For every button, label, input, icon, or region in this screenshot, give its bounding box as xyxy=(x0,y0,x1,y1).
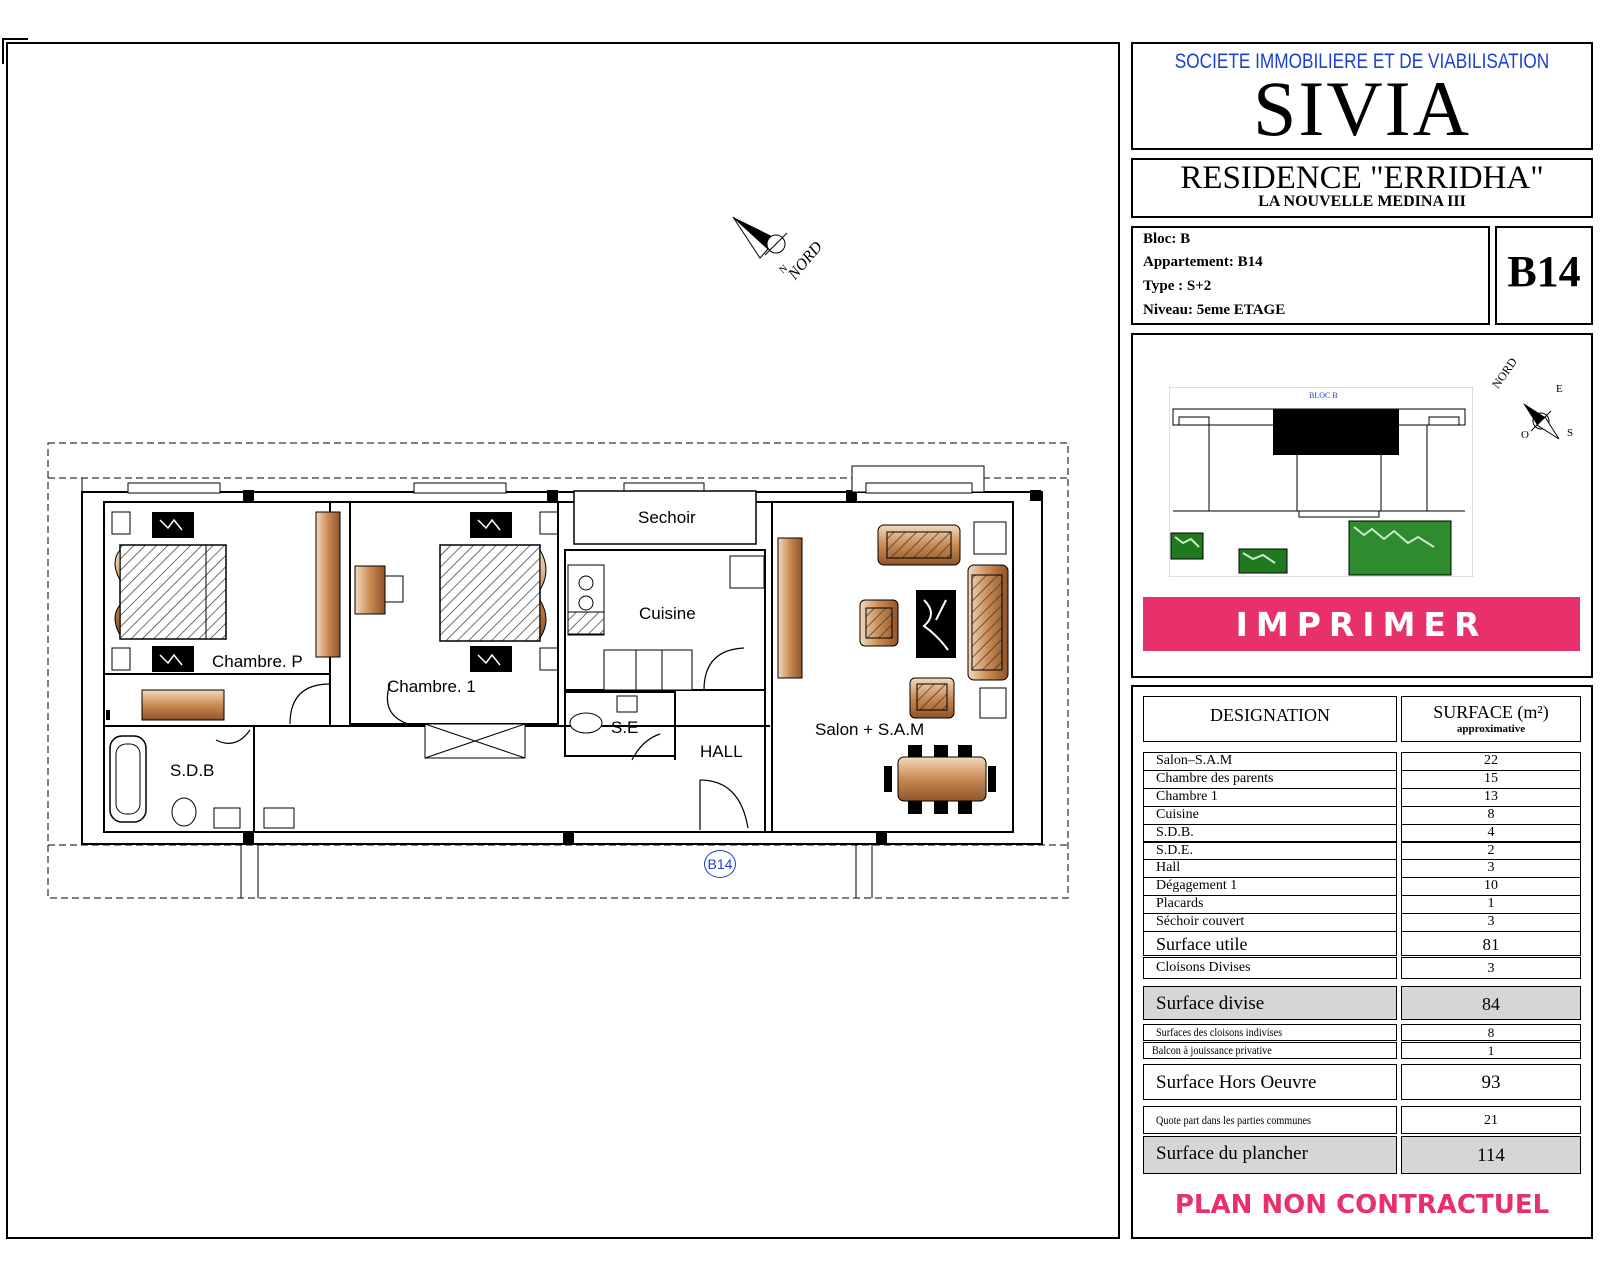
table-row-value: 13 xyxy=(1401,787,1581,807)
row-balcon-value: 1 xyxy=(1401,1042,1581,1059)
door-tag: B14 xyxy=(704,850,736,878)
print-button[interactable]: IMPRIMER xyxy=(1143,597,1580,651)
table-row-label: S.D.B. xyxy=(1143,823,1397,843)
table-header-designation: DESIGNATION xyxy=(1143,696,1397,742)
columns xyxy=(243,490,1041,844)
bed-chambre-1 xyxy=(439,511,559,672)
room-sechoir: Sechoir xyxy=(638,508,696,527)
residence-title: RESIDENCE "ERRIDHA" xyxy=(1180,160,1544,196)
key-plan-bloc-label: BLOC B xyxy=(1309,391,1338,400)
room-se: S.E xyxy=(611,718,639,737)
row-hors-oeuvre-value: 93 xyxy=(1401,1064,1581,1100)
floor-plan xyxy=(47,216,1069,899)
info-type: Type : S+2 xyxy=(1143,278,1212,294)
key-plan-compass-o: O xyxy=(1521,429,1529,441)
key-plan-compass-e: E xyxy=(1556,383,1563,395)
room-chambre-p: Chambre. P xyxy=(212,652,303,671)
table-row-value: 2 xyxy=(1401,841,1581,861)
residence-header: RESIDENCE "ERRIDHA" LA NOUVELLE MEDINA I… xyxy=(1131,158,1593,218)
row-surface-divise-label: Surface divise xyxy=(1143,986,1397,1020)
table-row-value: 10 xyxy=(1401,877,1581,897)
bed-chambre-p xyxy=(111,511,227,672)
key-plan-drawing xyxy=(1169,387,1473,577)
company-header: SOCIETE IMMOBILIERE ET DE VIABILISATION … xyxy=(1131,42,1593,150)
info-bloc: Bloc: B xyxy=(1143,231,1191,247)
row-plancher-label: Surface du plancher xyxy=(1143,1136,1397,1174)
residence-subtitle: LA NOUVELLE MEDINA III xyxy=(1258,193,1466,210)
row-cloisons-indivises-value: 8 xyxy=(1401,1024,1581,1041)
dining-table xyxy=(884,745,996,814)
disclaimer: PLAN NON CONTRACTUEL xyxy=(1174,1190,1550,1220)
row-quote-part-value: 21 xyxy=(1401,1106,1581,1134)
row-cloisons-value: 3 xyxy=(1401,957,1581,979)
table-row-label: Dégagement 1 xyxy=(1143,877,1397,897)
table-row-value: 3 xyxy=(1401,859,1581,879)
info-appartement: Appartement: B14 xyxy=(1143,254,1263,270)
table-row-value: 22 xyxy=(1401,752,1581,771)
table-row-value: 1 xyxy=(1401,895,1581,915)
table-row-label: Cuisine xyxy=(1143,805,1397,825)
room-sdb: S.D.B xyxy=(170,761,215,780)
key-plan-box: BLOC B NORD E S O xyxy=(1131,333,1593,678)
table-row-label: Salon–S.A.M xyxy=(1143,752,1397,771)
room-cuisine: Cuisine xyxy=(639,604,696,623)
apartment-code: B14 xyxy=(1507,247,1581,296)
key-plan-compass-s: S xyxy=(1567,427,1574,439)
table-row-label: Placards xyxy=(1143,895,1397,915)
room-salon: Salon + S.A.M xyxy=(815,720,925,739)
surface-table-box xyxy=(1131,685,1593,1239)
table-row-label: Chambre des parents xyxy=(1143,769,1397,789)
row-quote-part-label: Quote part dans les parties communes xyxy=(1143,1106,1397,1134)
table-row-value: 15 xyxy=(1401,769,1581,789)
table-row-label: Chambre 1 xyxy=(1143,787,1397,807)
table-row-label: S.D.E. xyxy=(1143,841,1397,861)
table-header-surface: SURFACE (m²) approximative xyxy=(1401,696,1581,742)
row-balcon-label: Balcon à jouissance privative xyxy=(1143,1042,1397,1059)
corner-mark xyxy=(2,38,28,64)
company-line: SOCIETE IMMOBILIERE ET DE VIABILISATION xyxy=(1174,50,1550,73)
table-row-label: Hall xyxy=(1143,859,1397,879)
balcony-outline xyxy=(47,442,1069,899)
row-cloisons-indivises-label: Surfaces des cloisons indivises xyxy=(1143,1024,1397,1041)
apartment-info: Bloc: B Appartement: B14 Type : S+2 Nive… xyxy=(1131,226,1490,325)
key-plan-compass-icon xyxy=(1523,403,1560,440)
brand-title: SIVIA xyxy=(1253,65,1471,152)
row-surface-utile-value: 81 xyxy=(1401,931,1581,956)
table-row-value: 4 xyxy=(1401,823,1581,843)
info-niveau: Niveau: 5eme ETAGE xyxy=(1143,302,1286,318)
table-row-value: 3 xyxy=(1401,913,1581,932)
apartment-code-box: B14 xyxy=(1495,226,1593,325)
row-surface-divise-value: 84 xyxy=(1401,986,1581,1020)
row-cloisons-label: Cloisons Divises xyxy=(1143,957,1397,979)
room-hall: HALL xyxy=(700,742,743,761)
room-chambre-1: Chambre. 1 xyxy=(387,677,476,696)
row-hors-oeuvre-label: Surface Hors Oeuvre xyxy=(1143,1064,1397,1100)
table-row-value: 8 xyxy=(1401,805,1581,825)
compass-icon xyxy=(732,216,788,259)
row-surface-utile-label: Surface utile xyxy=(1143,931,1397,956)
row-plancher-value: 114 xyxy=(1401,1136,1581,1174)
table-row-label: Séchoir couvert xyxy=(1143,913,1397,932)
plan-frame xyxy=(6,42,1120,1239)
